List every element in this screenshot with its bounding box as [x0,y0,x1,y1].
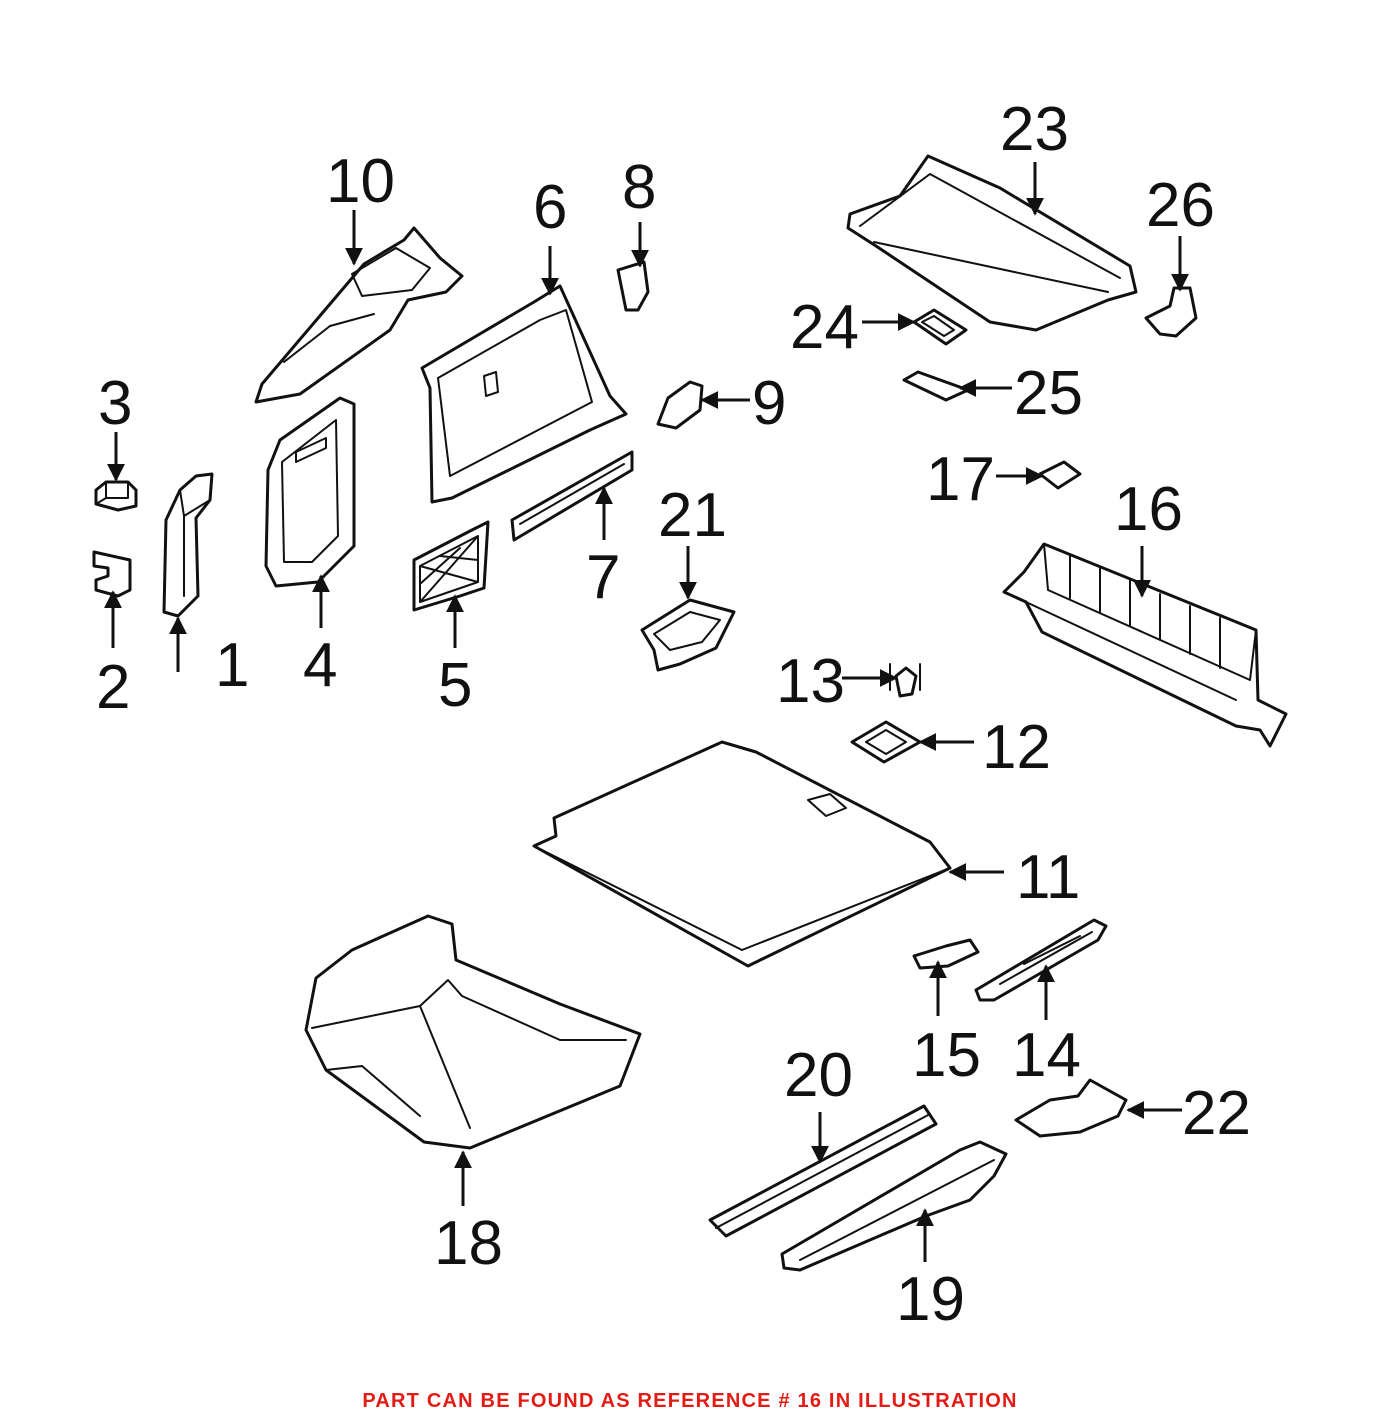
callout-labels: 1 2 3 4 5 6 7 8 9 10 11 12 13 14 15 16 1… [96,95,1251,1334]
part-5-cargo-net [412,520,490,612]
reference-note: PART CAN BE FOUND AS REFERENCE # 16 IN I… [362,1390,1018,1412]
part-26-bracket [1144,286,1198,338]
callout-13: 13 [776,647,845,716]
callout-3: 3 [98,369,132,438]
callout-21: 21 [658,481,727,550]
callout-4: 4 [303,631,337,700]
callout-12: 12 [982,713,1051,782]
callout-24: 24 [790,293,859,362]
callout-15: 15 [912,1021,981,1090]
callout-10: 10 [326,147,395,216]
part-18-storage-tub [304,914,642,1150]
callout-6: 6 [533,173,567,242]
part-4-side-panel [264,396,356,588]
part-20-rail [708,1104,938,1238]
callout-19: 19 [896,1265,965,1334]
part-7-sill-strip [510,450,634,542]
callout-1: 1 [215,631,249,700]
part-22-bracket [1014,1078,1128,1138]
callout-18: 18 [434,1209,503,1278]
part-2-bracket [92,550,132,598]
part-16-rear-trim-panel [1002,542,1288,748]
callout-8: 8 [622,153,656,222]
part-1-pillar-trim [162,472,214,618]
callout-9: 9 [752,369,786,438]
callout-23: 23 [1000,95,1069,164]
part-15-clip [912,938,980,970]
callout-20: 20 [784,1041,853,1110]
callout-14: 14 [1012,1021,1081,1090]
callout-5: 5 [438,651,472,720]
callout-16: 16 [1114,475,1183,544]
part-25-pad [902,370,970,402]
part-13-fastener [889,663,921,698]
part-21-storage-bin [640,598,736,672]
part-6-side-panel [420,284,628,504]
callout-22: 22 [1182,1079,1251,1148]
callout-25: 25 [1014,359,1083,428]
part-9-bracket [656,380,704,430]
callout-17: 17 [926,445,995,514]
part-10-upper-trim [254,226,464,404]
callout-7: 7 [586,543,620,612]
callout-2: 2 [96,653,130,722]
part-8-clip [616,260,650,312]
part-24-cap [912,308,968,346]
part-19-rail [780,1140,1008,1272]
part-14-strut [974,918,1108,1002]
callout-26: 26 [1146,171,1215,240]
part-12-cover-plate [850,720,922,764]
part-3-clip [94,480,138,512]
part-17-pad [1038,460,1082,490]
part-23-cargo-cover [846,154,1138,332]
leader-arrows [104,162,1189,1262]
part-11-floor-panel [532,740,952,968]
callout-11: 11 [1016,843,1080,912]
